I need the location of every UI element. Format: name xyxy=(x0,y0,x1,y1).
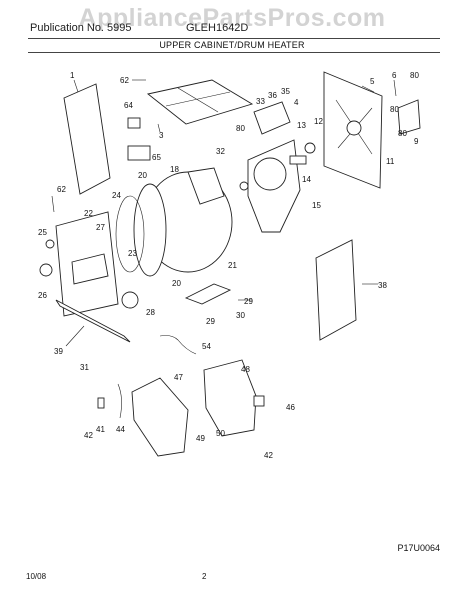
callout: 65 xyxy=(152,153,161,162)
mounting-bracket-part xyxy=(184,283,232,305)
thermostat-part xyxy=(121,291,139,309)
callout: 24 xyxy=(112,191,121,200)
callout: 18 xyxy=(170,165,179,174)
roller-part-25 xyxy=(45,239,55,249)
heater-bracket-part xyxy=(253,101,291,135)
callout: 25 xyxy=(38,228,47,237)
callout: 62 xyxy=(120,76,129,85)
clip-part xyxy=(97,397,105,409)
callout: 22 xyxy=(84,209,93,218)
pad-part xyxy=(253,395,265,407)
callout: 31 xyxy=(80,363,89,372)
callout: 35 xyxy=(281,87,290,96)
watermark-text: AppliancePartsPros.com xyxy=(78,4,386,32)
pulley-part xyxy=(239,181,249,191)
callout: 32 xyxy=(216,147,225,156)
callout: 13 xyxy=(297,121,306,130)
top-cover-part xyxy=(146,79,254,125)
callout: 47 xyxy=(174,373,183,382)
callout: 4 xyxy=(294,98,299,107)
callout: 26 xyxy=(38,291,47,300)
callout: 36 xyxy=(268,91,277,100)
access-panel-part xyxy=(131,377,189,457)
footer-date: 10/08 xyxy=(26,572,47,581)
callout: 29 xyxy=(206,317,215,326)
callout: 46 xyxy=(286,403,295,412)
callout: 48 xyxy=(241,365,250,374)
callout: 9 xyxy=(414,137,419,146)
callout: 20 xyxy=(172,279,181,288)
callout: 12 xyxy=(314,117,323,126)
wire-harness-part xyxy=(159,335,197,355)
callout: 29 xyxy=(244,297,253,306)
belt-ring-part xyxy=(115,195,145,273)
callout: 80 xyxy=(398,129,407,138)
callout: 6 xyxy=(392,71,397,80)
callout: 28 xyxy=(146,308,155,317)
callout: 15 xyxy=(312,201,321,210)
hose-part xyxy=(117,383,122,419)
footer-page-number: 2 xyxy=(202,572,207,581)
callout: 49 xyxy=(196,434,205,443)
callout: 27 xyxy=(96,223,105,232)
lint-trap-part xyxy=(71,253,109,285)
side-panel-part xyxy=(63,83,111,195)
callout: 64 xyxy=(124,101,133,110)
callout: 1 xyxy=(70,71,75,80)
callout: 44 xyxy=(116,425,125,434)
callout: 5 xyxy=(370,77,375,86)
right-side-panel-part xyxy=(315,239,357,341)
bracket-part-65 xyxy=(127,145,151,161)
callout: 42 xyxy=(84,431,93,440)
callout: 50 xyxy=(216,429,225,438)
callout: 41 xyxy=(96,425,105,434)
callout: 38 xyxy=(378,281,387,290)
header-rule-top xyxy=(28,38,440,39)
motor-part xyxy=(304,142,316,154)
callout: 80 xyxy=(410,71,419,80)
callout: 39 xyxy=(54,347,63,356)
callout: 30 xyxy=(236,311,245,320)
callout: 80 xyxy=(236,124,245,133)
callout: 11 xyxy=(386,157,395,166)
callout: 23 xyxy=(128,249,137,258)
roller-part-26 xyxy=(39,263,53,277)
callout: 20 xyxy=(138,171,147,180)
header-rule-bottom xyxy=(28,52,440,53)
filter-part xyxy=(397,99,421,135)
callout: 21 xyxy=(228,261,237,270)
bracket-part-64 xyxy=(127,117,141,129)
callout: 14 xyxy=(302,175,311,184)
callout: 80 xyxy=(390,105,399,114)
publication-number: Publication No. 5995 xyxy=(30,22,132,34)
toe-plate-part xyxy=(55,299,131,343)
section-title: UPPER CABINET/DRUM HEATER xyxy=(159,40,305,50)
callout: 33 xyxy=(256,97,265,106)
callout: 3 xyxy=(159,131,164,140)
callout: 62 xyxy=(57,185,66,194)
callout: 54 xyxy=(202,342,211,351)
callout: 42 xyxy=(264,451,273,460)
reference-code: P17U0064 xyxy=(397,543,440,553)
drum-heater-part xyxy=(187,167,225,205)
cover-part xyxy=(203,359,257,437)
model-number: GLEH1642D xyxy=(186,22,249,34)
